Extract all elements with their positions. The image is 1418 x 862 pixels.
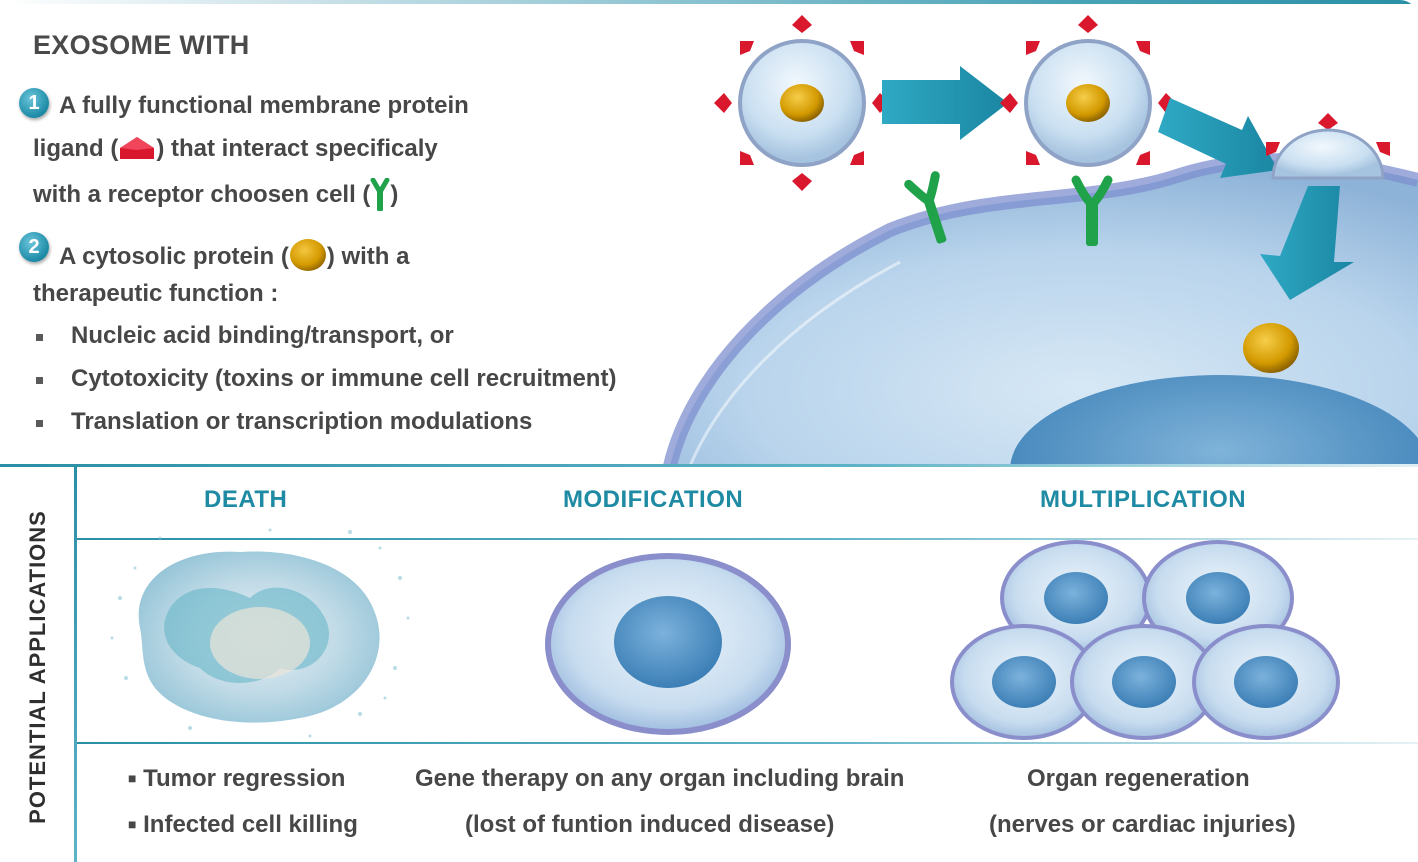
point2-line2: therapeutic function : [33,280,279,307]
number-badge-2: 2 [19,232,49,262]
point2-line1-suffix: ) with a [326,243,410,270]
point1-line3: with a receptor choosen cell () [33,178,398,212]
protein-icon [289,239,326,271]
modification-heading: MODIFICATION [563,486,744,513]
point1-line3-suffix: ) [390,181,399,208]
released-protein [1243,323,1299,373]
exosome-2 [1000,15,1176,167]
header-divider [77,538,1418,540]
point2-line1-prefix: A cytosolic protein ( [59,243,289,270]
potential-applications-label: POTENTIAL APPLICATIONS [25,510,50,824]
death-item-2-text: Infected cell killing [143,811,358,838]
point1-line2-suffix: ) that interact specificaly [156,135,438,162]
side-label-area: POTENTIAL APPLICATIONS [0,467,76,862]
death-heading: DEATH [204,486,288,513]
multiplication-heading: MULTIPLICATION [1040,486,1247,513]
receptor-icon [370,178,390,211]
top-border [0,0,1418,4]
arrow-diagonal [1158,98,1278,178]
bullet-item-1: Nucleic acid binding/transport, or [71,322,454,349]
arrow-right [882,66,1008,140]
dying-cell-illustration [110,528,410,738]
number-badge-1: 1 [19,88,49,118]
bullet-item-3: Translation or transcription modulations [71,408,533,435]
exosome-3 [1266,113,1390,180]
death-item-1-text: Tumor regression [143,765,346,792]
vertical-divider [74,467,77,862]
ligand-icon [120,137,155,159]
modification-line-2: (lost of funtion induced disease) [465,811,835,838]
point1-line2-prefix: ligand ( [33,135,119,162]
cell-bottom-middle [1070,624,1218,740]
death-item-1: ■ Tumor regression [128,765,345,793]
bullet-marker [36,420,43,427]
multiplication-line-2: (nerves or cardiac injuries) [989,811,1296,838]
multiplying-cells-illustration [950,540,1340,740]
top-panel: EXOSOME WITH 1 A fully functional membra… [0,0,1418,466]
exosome-1 [714,15,890,191]
point1-line2: ligand ( ) that interact specificaly [33,135,438,163]
modified-cell-illustration [545,553,791,735]
footer-divider [77,742,1418,744]
bullet-marker [36,334,43,341]
bullet-marker: ■ [128,816,137,832]
death-item-2: ■ Infected cell killing [128,811,358,839]
receptor-bound [1071,175,1113,246]
page-title: EXOSOME WITH [33,30,250,60]
point2-line1: A cytosolic protein ( ) with a [59,238,409,272]
arrow-down [1260,186,1354,300]
bullet-item-2: Cytotoxicity (toxins or immune cell recr… [71,365,617,392]
point1-line3-prefix: with a receptor choosen cell ( [33,181,371,208]
multiplication-line-1: Organ regeneration [1027,765,1250,792]
point1-line1: A fully functional membrane protein [59,92,469,119]
modification-line-1: Gene therapy on any organ including brai… [415,765,905,792]
exosome-targeting-illustration [663,15,1418,466]
bullet-marker [36,377,43,384]
section-divider [0,464,1418,467]
cell-bottom-right [1192,624,1340,740]
receptor-unbound [904,171,947,244]
bullet-marker: ■ [128,770,137,786]
target-cell-nucleus [1010,375,1418,466]
